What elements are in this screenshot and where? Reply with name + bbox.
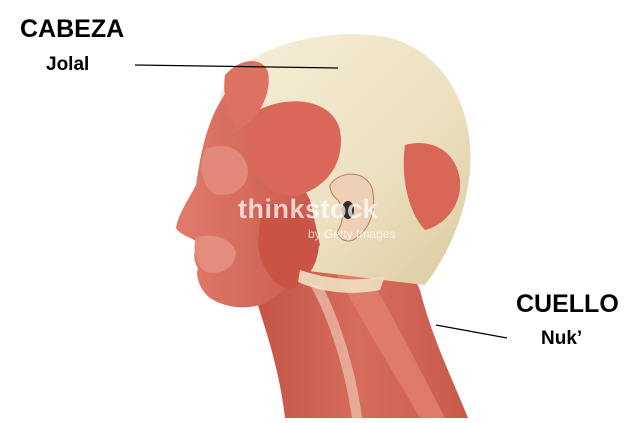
- watermark-text: thinkstock: [238, 194, 379, 224]
- neck-leader-line: [435, 324, 508, 339]
- occipitalis-muscle: [403, 143, 461, 230]
- sternocleidomastoid-muscle: [330, 262, 445, 418]
- ear-canal: [342, 201, 354, 219]
- jaw-tendon: [298, 270, 385, 293]
- orbicularis-oris-muscle: [194, 235, 236, 273]
- neck-tendon-strip: [310, 285, 362, 418]
- head-leader-line: [134, 64, 339, 69]
- masseter-muscle: [258, 203, 319, 290]
- temporalis-muscle: [245, 101, 341, 196]
- head-label-local: Jolal: [46, 54, 90, 75]
- neck-label-local: Nuk’: [541, 328, 583, 349]
- head-label-spanish: CABEZA: [20, 15, 125, 43]
- orbicularis-oculi-muscle: [201, 145, 248, 195]
- watermark-subtext: by Getty Images: [308, 227, 396, 241]
- neck-label-spanish: CUELLO: [516, 290, 619, 318]
- frontalis-muscle: [224, 61, 269, 130]
